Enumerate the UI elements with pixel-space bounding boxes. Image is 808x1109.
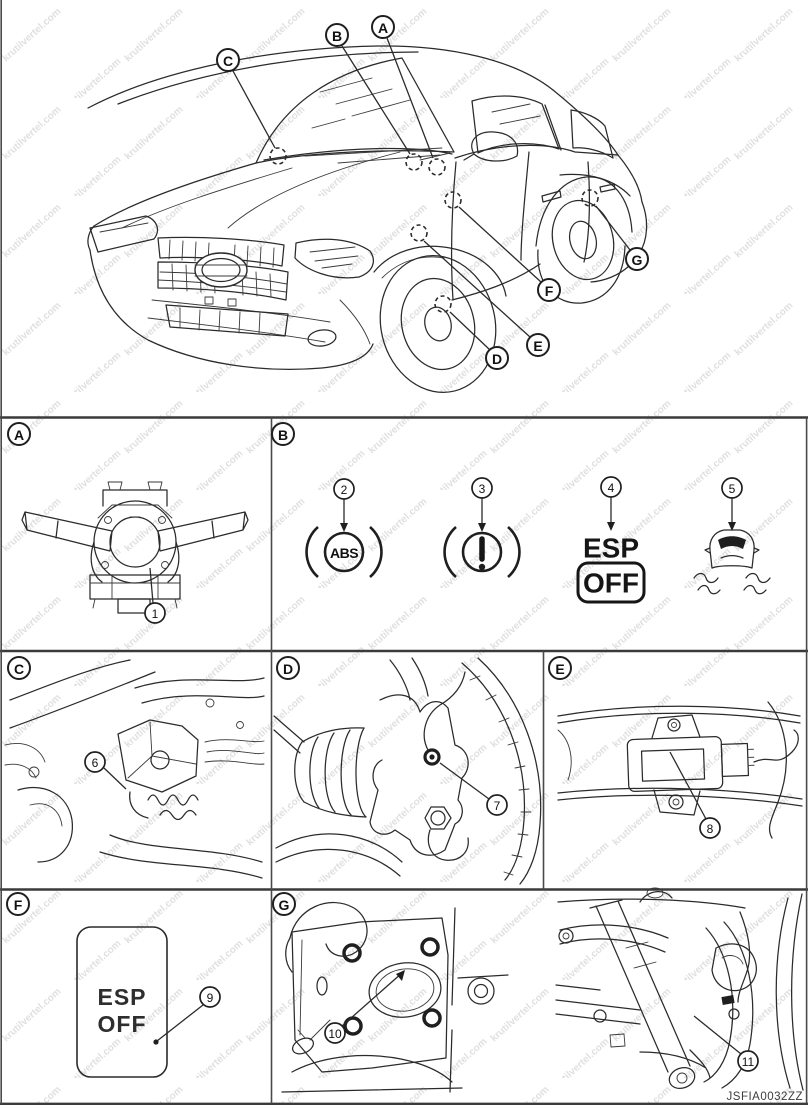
callout-11-text: 11 — [742, 1055, 755, 1069]
callout-8: 8 — [669, 751, 721, 839]
overview-label-a-text: A — [378, 20, 388, 36]
overview-label-e-text: E — [533, 338, 542, 354]
location-marker-d — [434, 295, 452, 313]
panel-label-e: E — [548, 656, 572, 680]
callout-6-text: 6 — [92, 756, 99, 770]
panel-g: G 10 — [272, 887, 804, 1103]
callout-7: 7 — [439, 762, 508, 816]
location-marker-e — [410, 224, 428, 242]
overview-label-b-text: B — [332, 28, 342, 44]
panel-c: C 6 — [4, 656, 265, 879]
overview-labels: A B C D E F G — [216, 15, 649, 370]
location-marker-c — [269, 147, 287, 165]
slip-indicator-icon — [693, 529, 771, 595]
front-wheel-sensor-drawing — [273, 657, 542, 885]
overview-label-d: D — [485, 346, 509, 370]
panel-f: F ESP OFF 9 — [6, 892, 221, 1078]
leader-line-d — [449, 311, 491, 351]
callout-5: 5 — [721, 477, 743, 531]
callout-4: 4 — [600, 476, 622, 531]
abs-actuator-drawing — [4, 659, 265, 879]
callout-7-text: 7 — [494, 799, 501, 813]
leader-line-c — [232, 70, 276, 149]
callout-9-text: 9 — [207, 991, 214, 1005]
panel-b: B 2 ABS 3 — [271, 422, 771, 604]
overview-label-f: F — [537, 278, 561, 302]
esp-off-switch-line2: OFF — [98, 1011, 147, 1037]
figure-code: JSFIA0032ZZ — [727, 1091, 803, 1103]
panel-a: A 1 — [7, 422, 249, 624]
overview-label-d-text: D — [492, 351, 502, 367]
location-marker-f — [444, 191, 462, 209]
panel-d: D 7 — [273, 656, 542, 885]
esp-indicator-line2: OFF — [583, 568, 639, 599]
esp-indicator-line1: ESP — [583, 533, 639, 564]
callout-4-text: 4 — [608, 481, 615, 495]
leader-line-e — [423, 240, 531, 338]
panel-label-b: B — [271, 422, 295, 446]
callout-10: 10 — [324, 970, 405, 1044]
overview-label-b: B — [325, 23, 349, 47]
callout-1: 1 — [144, 567, 166, 624]
combination-switch-drawing — [21, 481, 249, 614]
esp-off-indicator-icon: ESP OFF — [576, 533, 646, 604]
leader-line-b — [341, 45, 411, 155]
callout-9: 9 — [153, 986, 221, 1045]
callout-6: 6 — [84, 751, 127, 790]
leader-line-g — [595, 205, 631, 251]
panel-e: E 8 — [548, 656, 803, 839]
abs-warning-lamp-icon: ABS — [305, 526, 383, 578]
callout-10-text: 10 — [328, 1027, 342, 1041]
panel-label-c-text: C — [14, 661, 24, 677]
panel-label-a: A — [7, 422, 31, 446]
callout-2: 2 — [333, 478, 355, 532]
panel-label-f-text: F — [14, 897, 23, 913]
callout-11: 11 — [693, 1015, 759, 1072]
rear-hub-drawing — [281, 902, 509, 1093]
panel-label-e-text: E — [555, 661, 564, 677]
panel-label-f: F — [6, 892, 30, 916]
yaw-rate-sensor-drawing — [557, 701, 803, 839]
leader-line-a — [386, 37, 434, 159]
overview-label-g-text: G — [632, 252, 643, 268]
callout-3: 3 — [471, 477, 493, 532]
location-marker-a — [428, 158, 446, 176]
panel-label-d-text: D — [283, 661, 293, 677]
overview-label-c: C — [216, 48, 240, 72]
overview-leader-lines — [232, 37, 631, 351]
esp-off-switch-line1: ESP — [97, 984, 146, 1010]
panel-label-g: G — [272, 892, 296, 916]
callout-8-text: 8 — [707, 822, 714, 836]
location-markers — [269, 147, 599, 313]
callout-3-text: 3 — [479, 482, 486, 496]
leader-line-f — [458, 206, 542, 283]
callout-1-text: 1 — [152, 607, 159, 621]
esp-off-switch-drawing: ESP OFF — [76, 926, 168, 1078]
callout-5-text: 5 — [729, 482, 736, 496]
overview-label-f-text: F — [545, 283, 554, 299]
callout-2-text: 2 — [341, 483, 348, 497]
location-marker-g — [581, 189, 599, 207]
car-overview-drawing — [87, 45, 648, 393]
abs-icon-text: ABS — [330, 545, 358, 561]
nissan-badge-icon — [194, 252, 248, 288]
brake-warning-lamp-icon — [443, 526, 521, 578]
panel-label-g-text: G — [279, 897, 290, 913]
panel-label-d: D — [276, 656, 300, 680]
location-marker-b — [405, 153, 423, 171]
rear-suspension-drawing — [555, 887, 804, 1091]
overview-label-c-text: C — [223, 53, 233, 69]
panel-label-a-text: A — [14, 427, 24, 443]
panel-label-c: C — [7, 656, 31, 680]
overview-label-e: E — [526, 333, 550, 357]
overview-label-a: A — [371, 15, 395, 39]
panel-label-b-text: B — [278, 427, 288, 443]
overview-label-g: G — [625, 247, 649, 271]
